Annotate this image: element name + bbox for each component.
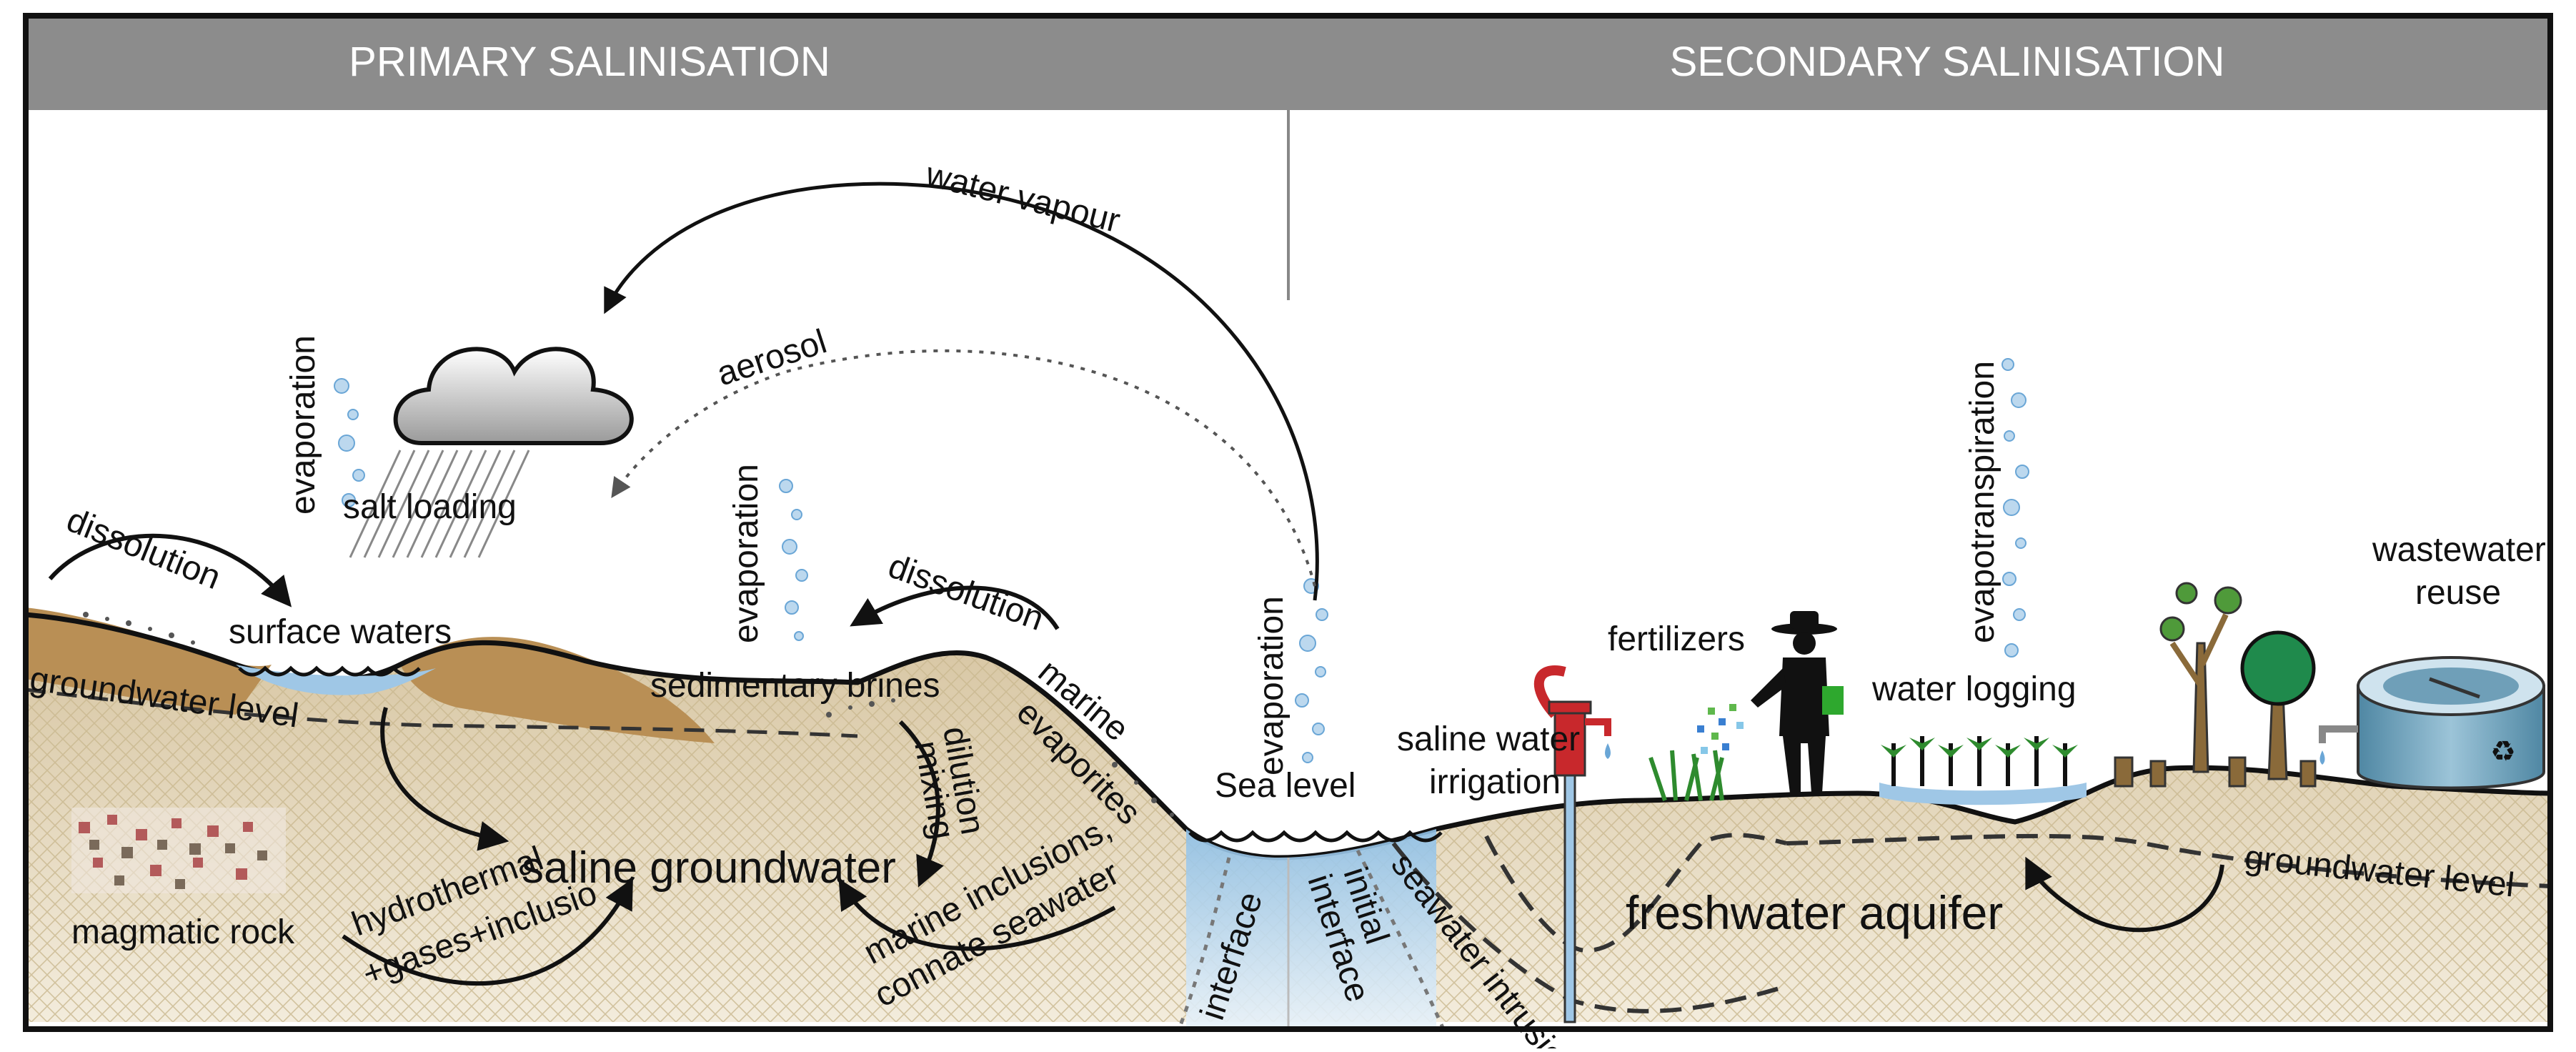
aerosol-arrow <box>611 349 1316 587</box>
mid-hill <box>400 637 715 743</box>
label-sedimentary-brines: sedimentary brines <box>650 667 940 705</box>
initial-interface-line <box>1356 849 1446 1031</box>
dilution-mixing-arrow <box>898 720 944 888</box>
cone-of-depression <box>1484 833 1787 953</box>
label-salt-loading: salt loading <box>343 488 517 526</box>
label-saline-groundwater: saline groundwater <box>522 843 896 893</box>
label-reuse: reuse <box>2415 574 2501 612</box>
fertilizer-particles <box>1697 704 1744 754</box>
sea-water <box>1186 829 1436 1029</box>
label-water-logging: water logging <box>1871 670 2077 708</box>
label-surface-waters: surface waters <box>229 613 452 651</box>
interface-line <box>1177 857 1231 1030</box>
header-bar <box>26 16 2550 110</box>
label-irrigation: irrigation <box>1429 763 1561 801</box>
magmatic-arrow <box>342 878 633 986</box>
label-saline-water: saline water <box>1397 720 1580 758</box>
crop-plants-left <box>1648 750 1724 801</box>
groundwater-level-line-left <box>25 688 858 738</box>
recycle-icon: ♻ <box>2490 736 2516 768</box>
magmatic-rock-icon <box>71 808 286 893</box>
label-wastewater: wastewater <box>2372 531 2546 569</box>
header-primary: PRIMARY SALINISATION <box>349 39 830 85</box>
surface-water-waves <box>238 665 421 677</box>
cloud-icon <box>349 347 634 558</box>
water-vapour-arrow <box>604 182 1319 601</box>
label-fertilizers: fertilizers <box>1608 620 1745 658</box>
dissolution-arrow-left <box>48 533 292 607</box>
farmer-icon <box>1751 611 1844 793</box>
frame <box>23 13 2553 1032</box>
label-sea-level: Sea level <box>1215 767 1356 805</box>
label-evaporation-brines: evaporation <box>727 464 765 643</box>
crop-plants-waterlogged <box>1879 736 2087 805</box>
trees-icon <box>2114 582 2317 788</box>
header-secondary: SECONDARY SALINISATION <box>1670 39 2225 85</box>
label-evapotranspiration: evapotranspiration <box>1964 361 2001 643</box>
label-freshwater-aquifer: freshwater aquifer <box>1626 886 2003 939</box>
label-magmatic-rock: magmatic rock <box>71 913 295 951</box>
marine-inclusions-arrow <box>838 878 1116 951</box>
label-evaporation-cloud: evaporation <box>284 335 322 515</box>
left-hill <box>26 607 272 715</box>
surface-water-pond <box>236 665 436 695</box>
aquifer-cycle-arrow <box>2025 856 2224 933</box>
wastewater-tank-icon: ♻ <box>2319 656 2545 790</box>
vapour-bubbles <box>334 358 2029 763</box>
sea-waves <box>1188 830 1443 843</box>
pump-icon <box>1533 665 1611 1023</box>
groundwater-level-line-right <box>1786 833 2551 888</box>
label-evaporation-sea: evaporation <box>1253 596 1291 775</box>
salt-crust-left <box>83 612 1174 817</box>
dissolution-arrow-mid <box>850 585 1060 630</box>
surface-to-groundwater-arrow <box>380 707 509 851</box>
